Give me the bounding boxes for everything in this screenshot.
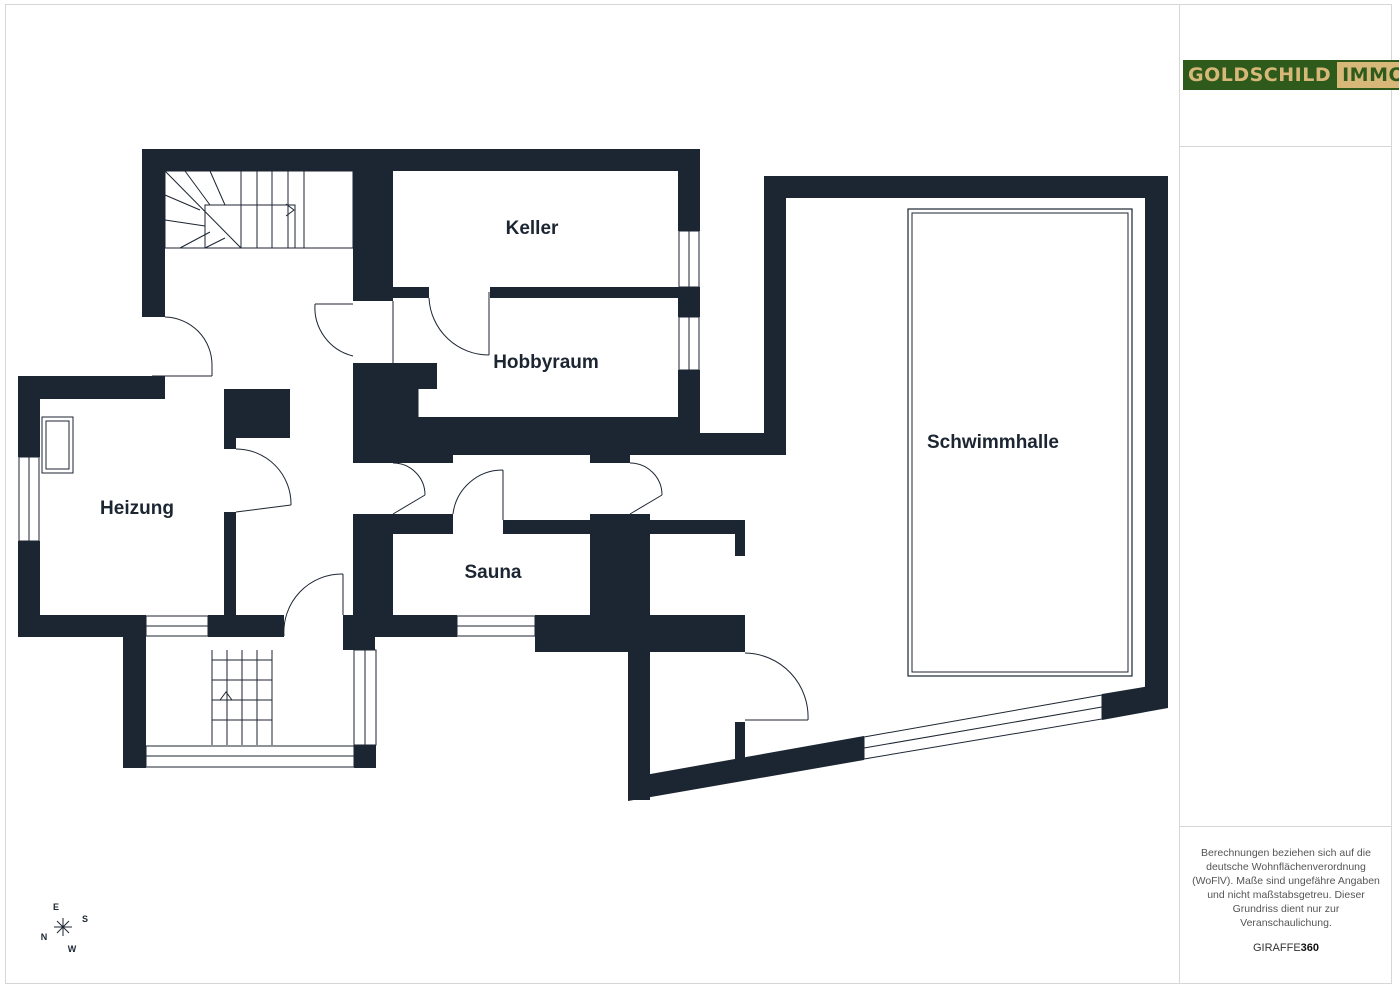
staircase-lower <box>211 650 273 745</box>
logo-text-goldschild: GOLDSCHILD <box>1183 60 1336 90</box>
door-frames <box>392 301 419 417</box>
staircase-upper <box>164 170 354 249</box>
room-label-schwimmhalle: Schwimmhalle <box>927 432 1059 453</box>
brand-text-giraffe: GIRAFFE <box>1252 942 1301 954</box>
sidebar-divider-top <box>1180 146 1391 147</box>
logo-text-immo: IMMO <box>1335 60 1399 90</box>
door-openings <box>353 298 437 417</box>
doors <box>152 292 809 721</box>
sidebar-divider <box>1179 4 1180 984</box>
giraffe360-brand: GIRAFFE360 <box>1192 942 1380 954</box>
diagonal-walls <box>628 683 1168 801</box>
floor-plan: Keller Hobbyraum Schwimmhalle Heizung Sa… <box>18 149 1168 954</box>
compass-north: N <box>41 932 48 942</box>
compass-icon <box>54 918 72 936</box>
boiler <box>41 416 74 474</box>
compass-south: S <box>82 914 88 924</box>
room-label-sauna: Sauna <box>464 562 521 583</box>
room-label-hobbyraum: Hobbyraum <box>493 352 599 373</box>
brand-text-360: 360 <box>1300 942 1320 954</box>
room-label-heizung: Heizung <box>100 498 174 519</box>
disclaimer-text: Berechnungen beziehen sich auf die deuts… <box>1192 847 1380 929</box>
windows <box>18 230 1103 768</box>
walls <box>18 149 1168 800</box>
page-frame <box>5 4 1392 984</box>
sidebar-divider-bottom <box>1180 826 1391 827</box>
room-label-keller: Keller <box>506 218 559 239</box>
window-mullions <box>28 231 1103 757</box>
goldschild-logo: GOLDSCHILD IMMO <box>1183 60 1399 90</box>
pool <box>907 208 1133 677</box>
compass-rose: N E S W <box>41 902 88 954</box>
compass-west: W <box>68 944 77 954</box>
compass-east: E <box>53 902 59 912</box>
